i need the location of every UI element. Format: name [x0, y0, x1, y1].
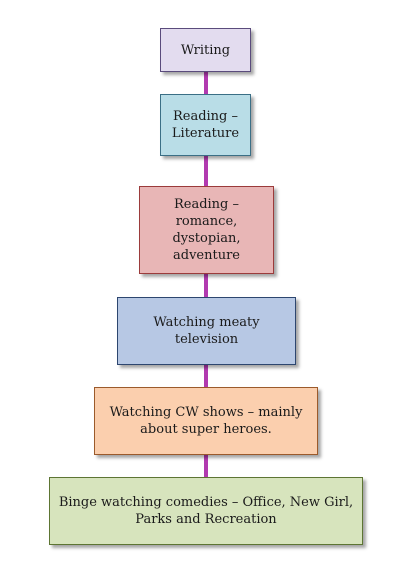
node-writing-label: Writing	[180, 42, 231, 58]
node-watching-meaty-television: Watching meaty television	[117, 297, 296, 365]
node-binge-watching-comedies-label: Binge watching comedies – Office, New Gi…	[58, 495, 354, 527]
node-binge-watching-comedies: Binge watching comedies – Office, New Gi…	[49, 477, 363, 545]
node-watching-meaty-television-label: Watching meaty television	[153, 315, 260, 347]
node-watching-cw-shows: Watching CW shows – mainly about super h…	[94, 387, 318, 455]
node-reading-genres-label: Reading – romance, dystopian, adventure	[172, 197, 241, 263]
node-reading-genres: Reading – romance, dystopian, adventure	[139, 186, 274, 274]
vertical-connector-line	[204, 68, 208, 486]
node-writing: Writing	[160, 28, 251, 72]
node-reading-literature-label: Reading – Literature	[171, 109, 240, 141]
node-reading-literature: Reading – Literature	[160, 94, 251, 156]
node-watching-cw-shows-label: Watching CW shows – mainly about super h…	[109, 405, 303, 437]
